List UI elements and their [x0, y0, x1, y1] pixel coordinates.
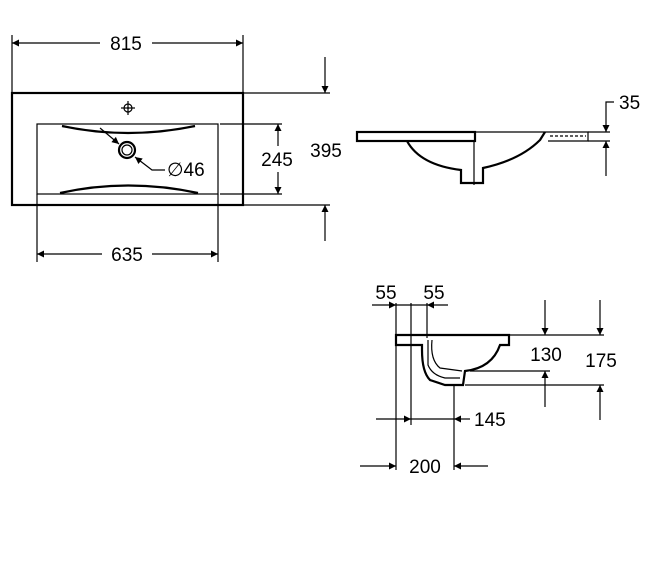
dim-rim-offset-left: 55 [375, 283, 396, 304]
basin-outline [10, 91, 245, 207]
top-view: 815 635 245 395 ∅46 [10, 34, 342, 266]
dim-drain-diameter: ∅46 [167, 160, 205, 181]
tap-hole-icon [121, 101, 135, 115]
dim-overall-width: 815 [110, 34, 142, 55]
dim-overall-height: 175 [585, 351, 617, 372]
dim-drain-offset: 145 [474, 410, 506, 431]
dim-drain-offset-total: 200 [409, 457, 441, 478]
dim-overall-depth: 395 [310, 141, 342, 162]
dim-rim-thickness: 35 [619, 93, 640, 114]
dim-basin-width: 635 [111, 245, 143, 266]
bowl-outline [36, 123, 219, 195]
bowl-lower-edge [59, 184, 199, 195]
bowl-upper-edge [61, 124, 196, 135]
dim-basin-depth: 245 [261, 150, 293, 171]
section-view: 55 55 130 175 145 200 [360, 283, 617, 478]
dim-section-basin-depth: 130 [530, 345, 562, 366]
side-view: 35 [355, 93, 640, 185]
drain-icon [99, 127, 165, 171]
dim-rim-offset-right: 55 [423, 283, 444, 304]
